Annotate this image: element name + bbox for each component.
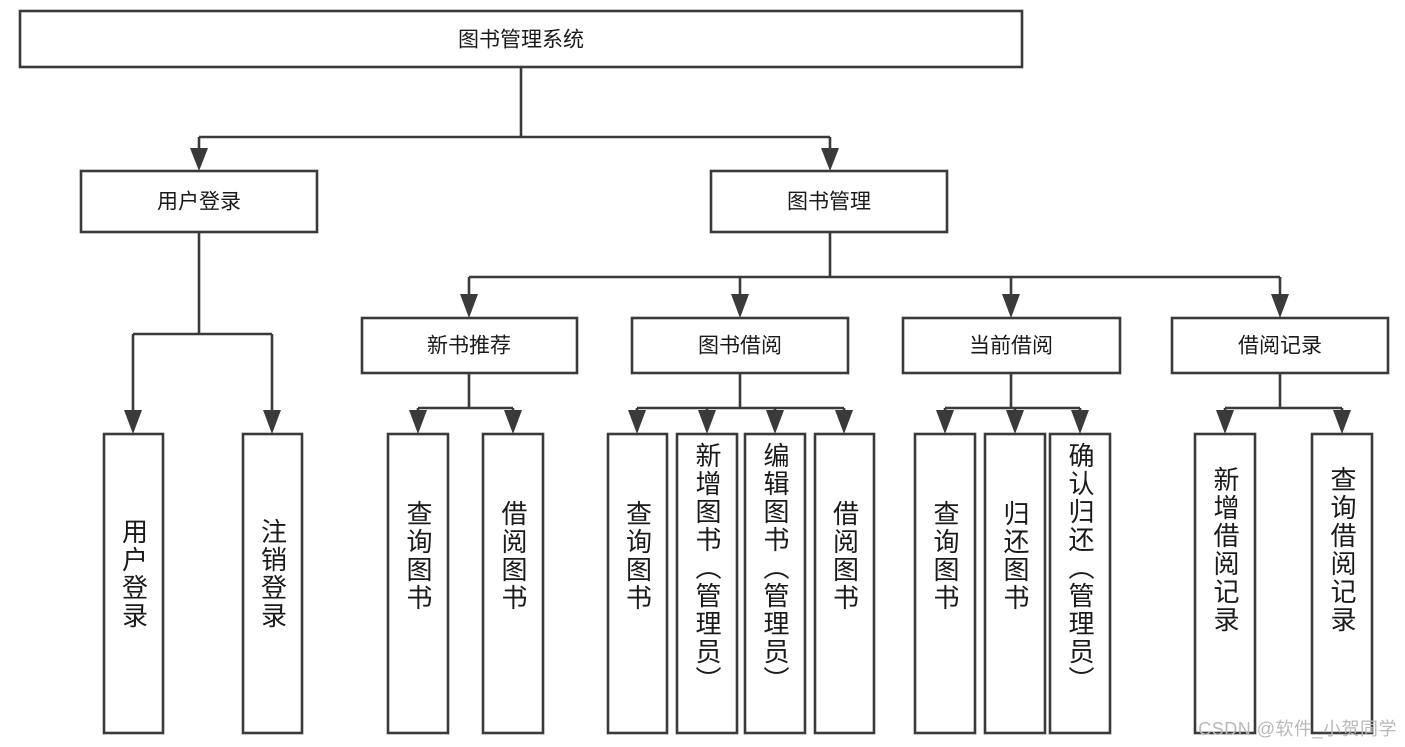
arrow-head-leaf-confirm-return	[1071, 410, 1089, 434]
leaf-box-confirm-return[interactable]	[1048, 432, 1112, 735]
node-book-borrow[interactable]: 图书借阅	[630, 316, 850, 375]
node-new-book-recommendation-box[interactable]	[360, 316, 579, 375]
leaf-box-user-login[interactable]	[102, 432, 165, 735]
arrow-head-leaf-query-book-3	[936, 410, 954, 434]
node-user-login-box[interactable]	[79, 169, 319, 234]
arrow-head-leaf-query-book-1	[409, 410, 427, 434]
connector-group-current-borrow	[936, 373, 1089, 434]
leaf-box-borrow-book-1[interactable]	[481, 432, 545, 735]
node-borrow-record-label: 借阅记录	[1238, 335, 1322, 358]
node-current-borrow-label: 当前借阅	[969, 335, 1053, 358]
node-book-management-box[interactable]	[709, 169, 949, 234]
connector-group-new-book-rec	[409, 373, 522, 434]
node-root-system[interactable]: 图书管理系统	[18, 9, 1024, 69]
arrow-head-leaf-query-book-2	[628, 410, 646, 434]
connector-group-book-borrow	[628, 373, 853, 434]
arrow-head-current-borrow	[1002, 294, 1020, 318]
arrow-head-leaf-add-book	[698, 410, 716, 434]
leaf-box-query-book-3[interactable]	[913, 432, 977, 735]
node-current-borrow[interactable]: 当前借阅	[901, 316, 1122, 375]
node-user-login-label: 用户登录	[157, 191, 241, 214]
arrow-head-book-borrow	[731, 294, 749, 318]
arrow-head-leaf-user-login	[124, 410, 142, 434]
connector-group-book-mgmt	[460, 232, 1289, 318]
arrow-head-leaf-borrow-book-1	[504, 410, 522, 434]
node-root-system-label: 图书管理系统	[458, 29, 584, 52]
node-book-borrow-label: 图书借阅	[698, 335, 782, 358]
node-book-borrow-box[interactable]	[630, 316, 850, 375]
leaf-boxes-group	[102, 432, 1374, 735]
node-book-management-label: 图书管理	[787, 191, 871, 214]
arrow-head-book-mgmt	[821, 148, 839, 171]
leaf-box-edit-book[interactable]	[743, 432, 807, 735]
node-new-book-recommendation[interactable]: 新书推荐	[360, 316, 579, 375]
watermark-text: CSDN @软件_小贺同学	[1198, 719, 1397, 739]
arrow-head-leaf-query-record	[1333, 410, 1351, 434]
arrow-head-new-book-rec	[460, 294, 478, 318]
leaf-box-add-book[interactable]	[675, 432, 739, 735]
connector-group-root	[190, 67, 839, 171]
node-user-login[interactable]: 用户登录	[79, 169, 319, 234]
arrow-head-leaf-edit-book	[766, 410, 784, 434]
arrow-head-leaf-add-record	[1216, 410, 1234, 434]
leaf-box-add-record[interactable]	[1193, 432, 1257, 735]
connector-group-borrow-record	[1216, 373, 1351, 434]
leaf-box-logout[interactable]	[241, 432, 304, 735]
leaf-box-return-book[interactable]	[983, 432, 1047, 735]
leaf-box-query-record[interactable]	[1310, 432, 1374, 735]
leaf-box-query-book-1[interactable]	[386, 432, 450, 735]
arrow-head-leaf-return-book	[1006, 410, 1024, 434]
node-book-management[interactable]: 图书管理	[709, 169, 949, 234]
node-root-system-box[interactable]	[18, 9, 1024, 69]
arrow-head-leaf-borrow-book-2	[835, 410, 853, 434]
node-current-borrow-box[interactable]	[901, 316, 1122, 375]
leaf-box-borrow-book-2[interactable]	[813, 432, 876, 735]
node-borrow-record[interactable]: 借阅记录	[1170, 316, 1390, 375]
arrow-head-user-login	[190, 148, 208, 171]
node-new-book-recommendation-label: 新书推荐	[427, 335, 511, 358]
arrow-head-borrow-record	[1271, 294, 1289, 318]
arrow-head-leaf-logout	[263, 410, 281, 434]
node-borrow-record-box[interactable]	[1170, 316, 1390, 375]
leaf-box-query-book-2[interactable]	[606, 432, 669, 735]
connector-group-user-login	[124, 232, 281, 434]
